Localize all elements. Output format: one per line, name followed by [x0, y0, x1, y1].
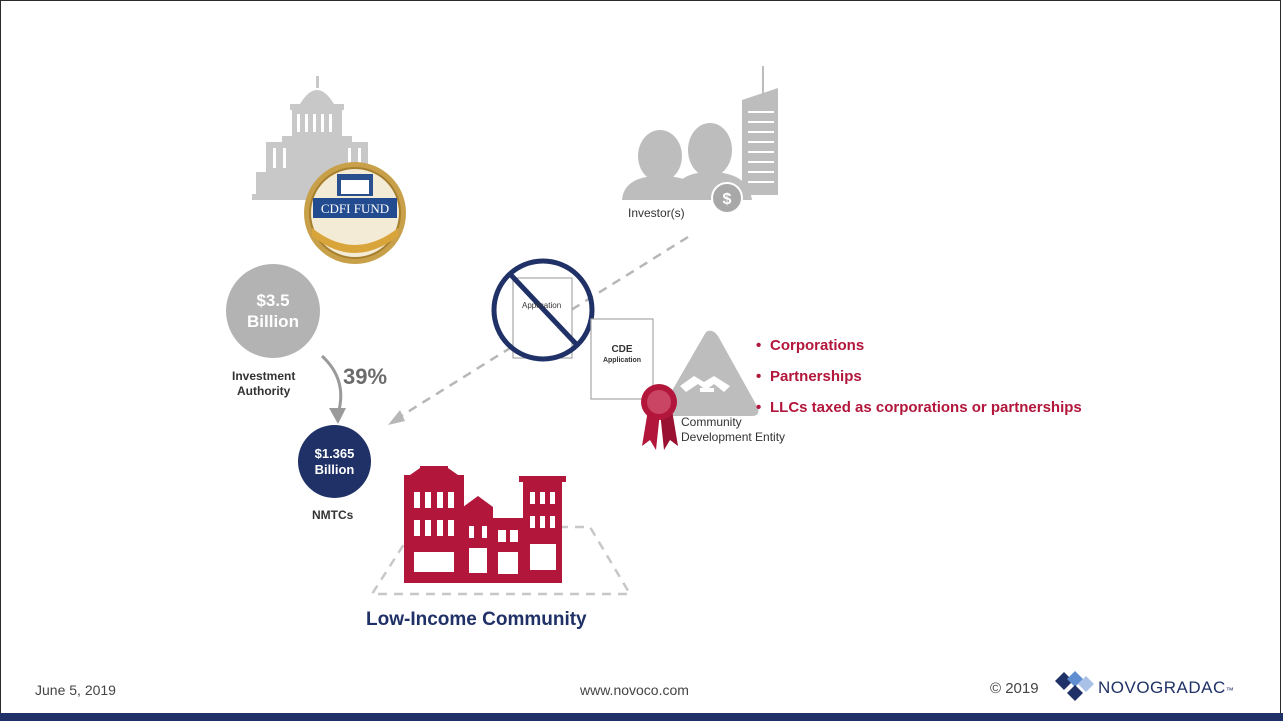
novogradac-logo-icon — [1055, 671, 1094, 701]
nmtc-unit: Billion — [314, 461, 355, 477]
cde-application-line1: CDE — [611, 344, 633, 355]
entity-types-list: •Corporations •Partnerships •LLCs taxed … — [756, 337, 1082, 430]
entity-type-item: •Corporations — [756, 337, 865, 354]
nmtc-circle: $1.365 Billion — [298, 425, 371, 498]
award-ribbon-icon — [641, 384, 678, 450]
investment-authority-unit: Billion — [247, 312, 299, 331]
application-label: Application — [522, 301, 562, 310]
investor-label: Investor(s) — [628, 206, 685, 220]
handshake-icon — [680, 376, 730, 392]
investment-authority-caption-line1: Investment — [232, 369, 296, 383]
cdfi-fund-seal-icon: CDFI FUND — [304, 162, 406, 264]
footer-date: June 5, 2019 — [35, 682, 116, 698]
application-document — [512, 277, 573, 359]
office-building-icon — [742, 66, 778, 195]
entity-type-item: •LLCs taxed as corporations or partnersh… — [756, 399, 1082, 416]
footer-url: www.novoco.com — [580, 682, 689, 698]
nmtc-caption: NMTCs — [312, 508, 354, 522]
investment-authority-caption: Investment Authority — [232, 369, 295, 399]
cde-application-line2: Application — [602, 357, 642, 364]
footer-brand-name: NOVOGRADAC — [1098, 678, 1226, 697]
footer-brand-suffix: ™ — [1225, 686, 1235, 695]
community-buildings-icon — [404, 466, 566, 583]
footer-copyright: © 2019 — [990, 680, 1039, 697]
cde-application-document — [590, 318, 654, 400]
investment-authority-amount: $3.5 — [256, 291, 290, 310]
entity-type-label: LLCs taxed as corporations or partnershi… — [770, 399, 1082, 416]
cde-caption-line1: Community — [681, 415, 742, 429]
cde-caption: Community Development Entity — [681, 415, 785, 445]
entity-type-label: Partnerships — [770, 368, 862, 385]
cde-triangle-icon — [660, 330, 759, 416]
investment-flow-arrow — [397, 235, 689, 420]
cdfi-seal-text: CDFI FUND — [321, 201, 389, 216]
cde-application-label: CDE Application — [591, 344, 653, 366]
entity-type-item: •Partnerships — [756, 368, 862, 385]
prohibited-sign-icon — [491, 258, 595, 362]
allocation-percent: 39% — [343, 364, 388, 389]
footer-brand: NOVOGRADAC™ — [1098, 678, 1234, 698]
bottom-accent-bar — [0, 713, 1283, 721]
investment-authority-caption-line2: Authority — [237, 384, 291, 398]
investment-flow-arrowhead — [388, 410, 405, 425]
coin-dollar-sign: $ — [723, 191, 732, 208]
allocation-arrowhead — [329, 408, 346, 424]
community-label: Low-Income Community — [366, 609, 587, 630]
investment-authority-circle: $3.5 Billion — [226, 264, 320, 358]
allocation-arrow — [320, 354, 343, 415]
nmtc-amount: $1.365 — [314, 445, 355, 461]
cde-caption-line2: Development Entity — [681, 430, 786, 444]
entity-type-label: Corporations — [770, 337, 865, 354]
dollar-coin-icon: $ — [711, 182, 743, 214]
